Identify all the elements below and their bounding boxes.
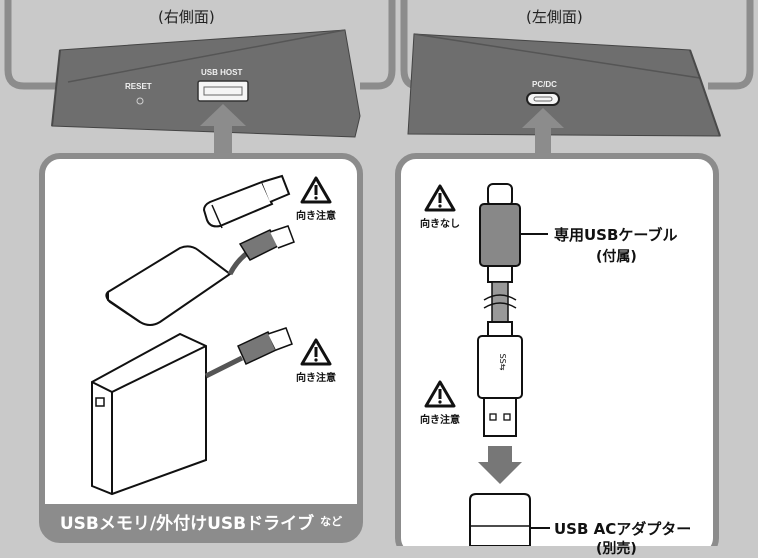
caption-text: USBメモリ/外付けUSBドライブ <box>59 513 315 534</box>
reset-button[interactable] <box>136 97 144 105</box>
orientation-warning-label: 向き注意 <box>420 415 460 426</box>
ac-adapter-illustration <box>469 493 531 546</box>
arrow-down <box>478 446 522 484</box>
warning-icon <box>300 176 332 204</box>
pcdc-label: PC/DC <box>532 80 557 89</box>
cable-label: 専用USBケーブル <box>554 226 678 244</box>
warning-icon <box>424 184 456 212</box>
orientation-warning-label: 向き注意 <box>296 211 336 222</box>
desktop-drive-illustration <box>91 327 293 496</box>
adapter-sublabel: (別売) <box>596 541 637 557</box>
reset-label: RESET <box>125 82 152 91</box>
frame-mid-left <box>360 0 396 90</box>
left-panel-caption: USBメモリ/外付けUSBドライブ など <box>42 504 360 538</box>
no-orientation-label: 向きなし <box>420 219 460 230</box>
adapter-label: USB ACアダプター <box>554 520 692 538</box>
connection-diagram: SS⇆ <box>4 0 754 546</box>
frame-right <box>708 0 754 90</box>
ss-usb-icon: SS⇆ <box>498 354 507 371</box>
orientation-warning-label: 向き注意 <box>296 373 336 384</box>
right-side-heading: (右側面) <box>158 8 215 26</box>
arrow-up-left <box>200 104 246 158</box>
warning-icon <box>424 380 456 408</box>
usb-stick-illustration <box>202 174 291 229</box>
device-left-side <box>407 33 721 137</box>
left-side-heading: (左側面) <box>526 8 583 26</box>
right-panel <box>395 153 719 546</box>
portable-drive-illustration <box>105 225 295 326</box>
usb-host-label: USB HOST <box>201 68 243 77</box>
arrow-up-right <box>522 108 564 158</box>
usb-host-port[interactable] <box>197 80 249 102</box>
pcdc-port[interactable] <box>526 92 560 106</box>
warning-icon <box>300 338 332 366</box>
frame-left <box>4 0 62 90</box>
caption-suffix: など <box>320 515 343 528</box>
cable-sublabel: (付属) <box>596 249 637 265</box>
usb-c-cable-illustration <box>477 183 523 437</box>
